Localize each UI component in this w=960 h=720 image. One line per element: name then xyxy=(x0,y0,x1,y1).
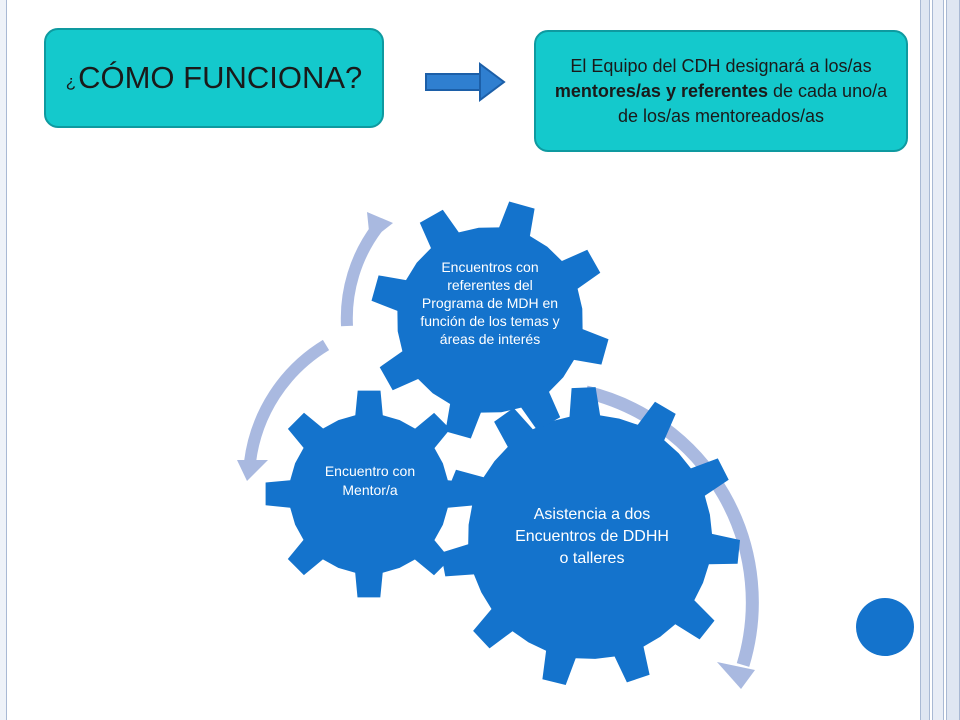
cycle-arrow-left-head-icon xyxy=(237,460,268,481)
decorative-circle xyxy=(856,598,914,656)
info-box: El Equipo del CDH designará a los/as men… xyxy=(534,30,908,152)
gear-label-top: Encuentros con referentes del Programa d… xyxy=(420,259,560,347)
gear-label-left: Encuentro con Mentor/a xyxy=(324,463,416,498)
gear-label-big: Asistencia a dos Encuentros de DDHH o ta… xyxy=(515,506,669,567)
title-question-mark: ¿ xyxy=(65,72,77,91)
cycle-arrow-right xyxy=(584,385,759,667)
info-text-part2: de cada uno/a de los/as mentoreados/as xyxy=(617,80,888,126)
info-text-bold: mentores/as y referentes xyxy=(554,80,768,101)
left-frame-border xyxy=(0,0,7,720)
gear-top-icon xyxy=(371,201,609,439)
info-text-part1: El Equipo del CDH designará a los/as xyxy=(570,55,872,76)
info-text: El Equipo del CDH designará a los/as men… xyxy=(546,54,896,129)
cycle-arrow-top-head-icon xyxy=(367,212,393,241)
right-arrow-icon xyxy=(425,62,506,102)
right-frame-border xyxy=(918,0,960,720)
gear-big-icon xyxy=(440,387,740,685)
gear-left-icon xyxy=(265,390,473,598)
slide-title: CÓMO FUNCIONA? xyxy=(78,60,363,95)
cycle-arrow-right-head-icon xyxy=(717,662,755,689)
cycle-arrow-top xyxy=(340,224,382,327)
title-box: ¿CÓMO FUNCIONA? xyxy=(44,28,384,128)
cycle-arrow-left xyxy=(244,339,330,463)
